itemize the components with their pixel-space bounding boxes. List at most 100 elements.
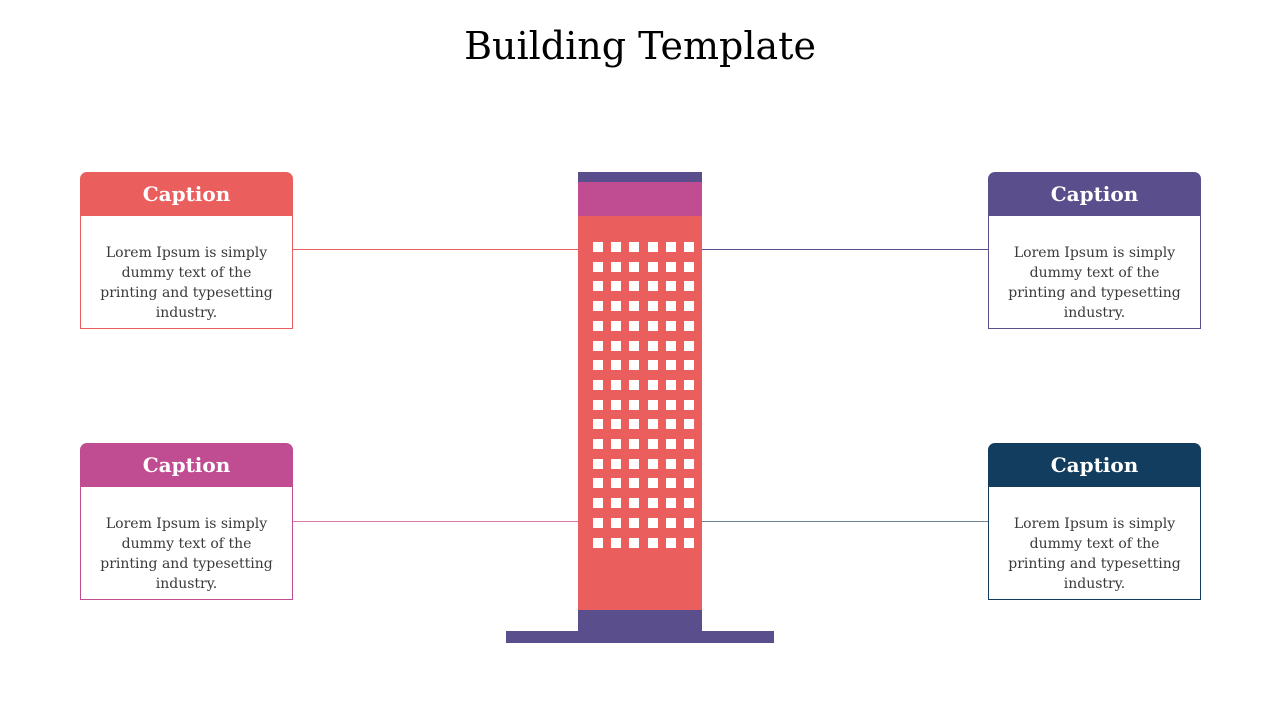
building-window [666,518,676,528]
building-window [684,439,694,449]
building-window [648,478,658,488]
building-window [611,478,621,488]
caption-text: Lorem Ipsum is simply dummy text of the … [92,514,282,594]
building-window [611,518,621,528]
building-window [684,341,694,351]
caption-body: Lorem Ipsum is simply dummy text of the … [80,487,293,600]
building-window [648,380,658,390]
caption-card-top-right: Caption Lorem Ipsum is simply dummy text… [988,172,1201,330]
building-window [666,538,676,548]
building-window [666,439,676,449]
building-window [629,281,639,291]
caption-header: Caption [80,172,293,216]
building-window [666,242,676,252]
connector-line-bottom-right [702,521,989,522]
building-window [593,538,603,548]
building-window [611,242,621,252]
caption-header: Caption [80,443,293,487]
building-window [611,498,621,508]
building-window [648,518,658,528]
slide-title: Building Template [0,24,1280,68]
building-window [629,459,639,469]
building-window [648,281,658,291]
caption-card-bottom-left: Caption Lorem Ipsum is simply dummy text… [80,443,293,601]
building-window [611,281,621,291]
building-window [611,321,621,331]
building-window [593,281,603,291]
building-window [611,400,621,410]
building-window [666,301,676,311]
caption-body: Lorem Ipsum is simply dummy text of the … [80,216,293,329]
building-window [593,439,603,449]
building-window [648,262,658,272]
caption-body: Lorem Ipsum is simply dummy text of the … [988,487,1201,600]
building-window [593,262,603,272]
building-window [684,380,694,390]
building-body [578,216,702,610]
building-base [578,610,702,631]
building-window [666,321,676,331]
building-window [666,498,676,508]
building-window [629,360,639,370]
building-crown [578,182,702,216]
building-window [666,478,676,488]
building-window [666,360,676,370]
building-window [666,341,676,351]
caption-text: Lorem Ipsum is simply dummy text of the … [92,243,282,323]
building-window [666,262,676,272]
building-window [593,400,603,410]
building-window [648,498,658,508]
building-window [684,498,694,508]
connector-line-bottom-left [292,521,578,522]
building-window [593,301,603,311]
building-window [684,419,694,429]
building-window [684,400,694,410]
caption-header: Caption [988,172,1201,216]
building-window [648,242,658,252]
building-window [611,341,621,351]
building-window [593,498,603,508]
caption-text: Lorem Ipsum is simply dummy text of the … [1000,243,1190,323]
building-window [629,242,639,252]
building-window [629,301,639,311]
building-window [593,321,603,331]
building-window [666,281,676,291]
building-roof [578,172,702,182]
building-window [611,419,621,429]
building-window [666,419,676,429]
building-window [684,281,694,291]
building-window [593,518,603,528]
building-window [648,360,658,370]
building-window [648,400,658,410]
building-window [629,439,639,449]
building-ground [506,631,774,643]
building-window [684,459,694,469]
building-window [648,538,658,548]
building-window [684,242,694,252]
connector-line-top-right [702,249,989,250]
building-window [593,459,603,469]
caption-card-bottom-right: Caption Lorem Ipsum is simply dummy text… [988,443,1201,601]
building-window [629,419,639,429]
building-window [629,538,639,548]
building-window [629,321,639,331]
building-window [611,439,621,449]
building-window [666,459,676,469]
building-window [648,341,658,351]
building-window [684,321,694,331]
building-window [593,478,603,488]
building-window [611,301,621,311]
building-window [611,380,621,390]
building-window [684,262,694,272]
building-window [648,439,658,449]
caption-card-top-left: Caption Lorem Ipsum is simply dummy text… [80,172,293,330]
building-window [611,459,621,469]
building-window [648,321,658,331]
building-window [611,360,621,370]
building-window [629,262,639,272]
building-window [666,380,676,390]
building-window [629,478,639,488]
caption-header: Caption [988,443,1201,487]
building-window [593,341,603,351]
building-window [593,380,603,390]
